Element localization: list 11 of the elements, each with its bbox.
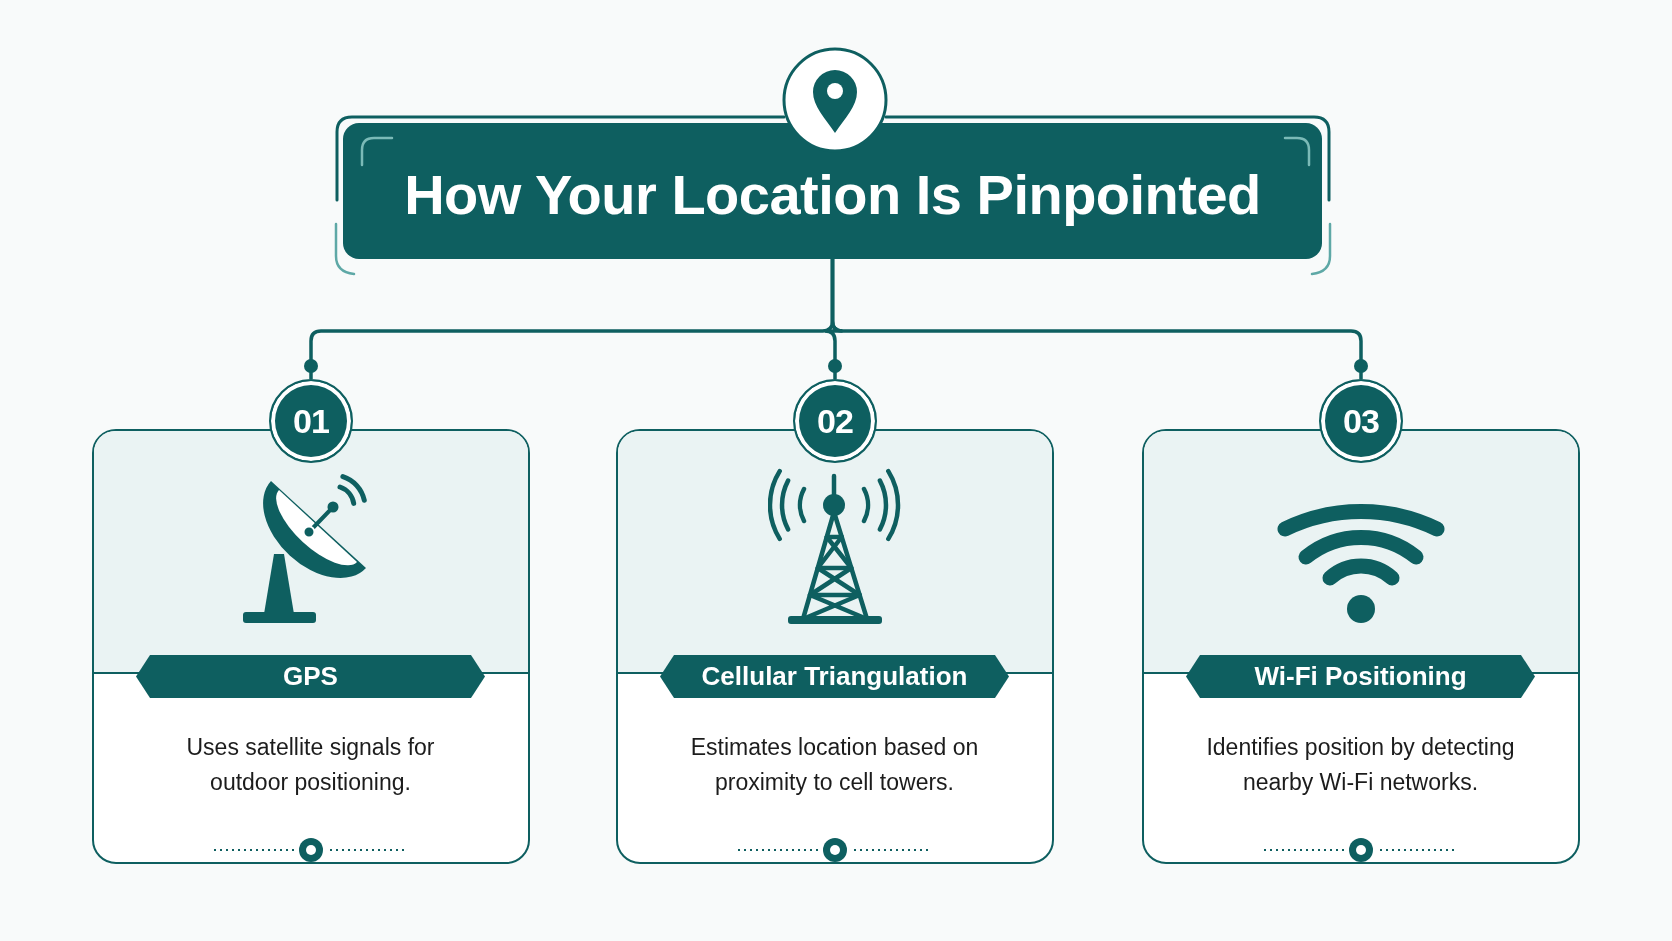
heading-ribbon: Wi-Fi Positioning xyxy=(1186,655,1535,698)
description-text: Identifies position by detecting nearby Wi-Fi networks. xyxy=(1205,733,1516,797)
description-text: Uses satellite signals for outdoor positioning. xyxy=(185,733,436,797)
title-banner: How Your Location Is Pinpointed xyxy=(343,123,1322,259)
heading-ribbon: Cellular Triangulation xyxy=(660,655,1009,698)
connector-line xyxy=(830,259,1368,379)
step-number-badge: 02 xyxy=(793,379,877,463)
heading-ribbon: GPS xyxy=(136,655,485,698)
step-number-badge: 03 xyxy=(1319,379,1403,463)
step-number-badge: 01 xyxy=(269,379,353,463)
description-text: Estimates location based on proximity to cell towers. xyxy=(689,733,980,797)
